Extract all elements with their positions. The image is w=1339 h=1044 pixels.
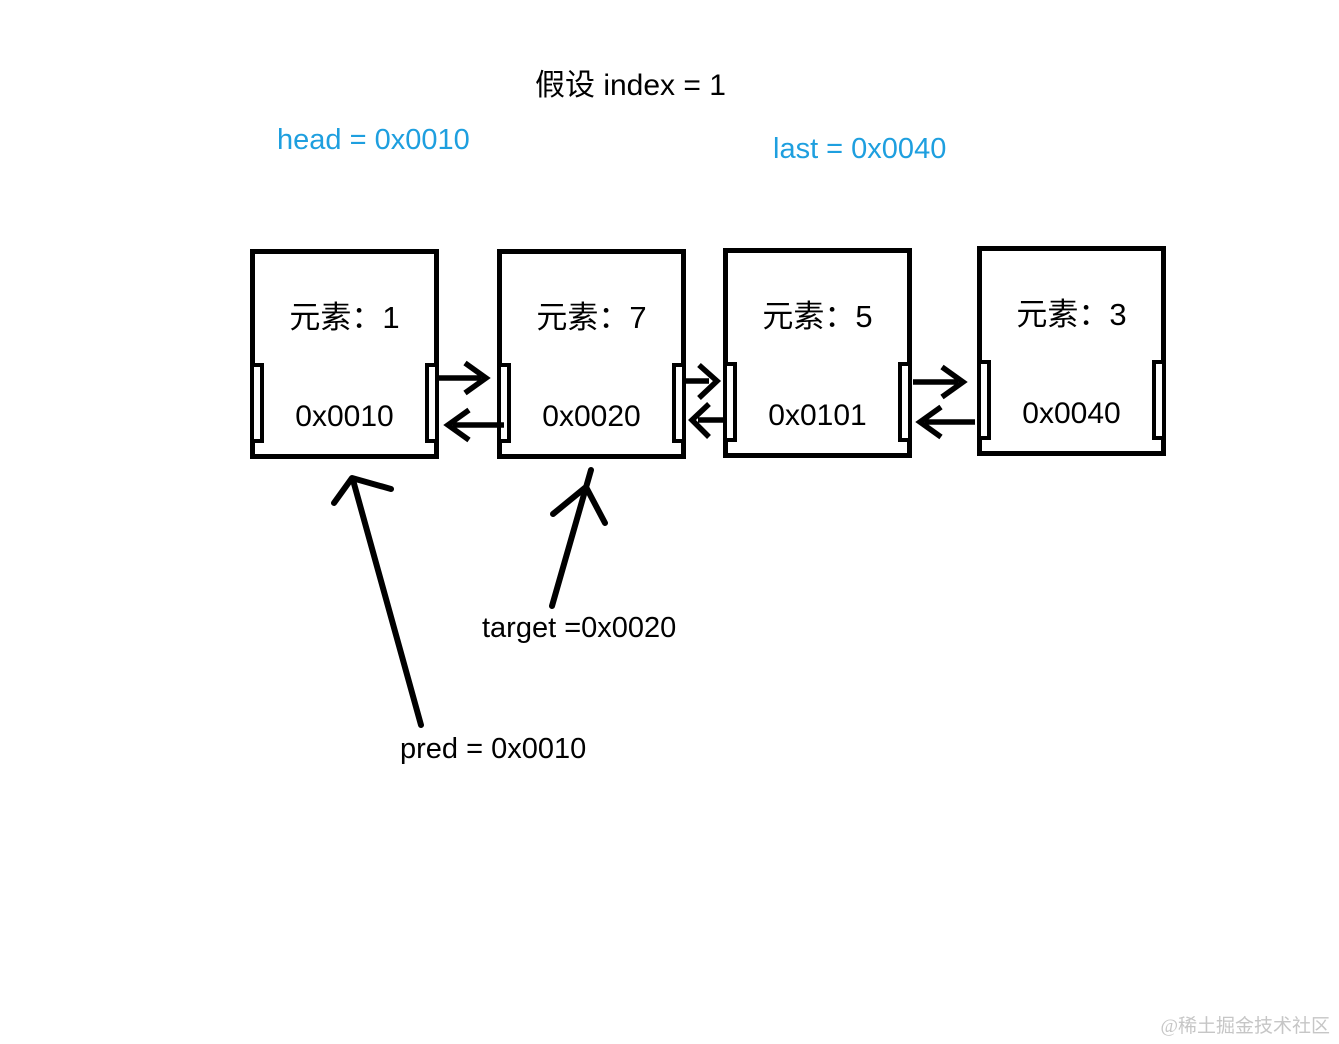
node-element-label: 元素：1: [289, 300, 400, 335]
list-node-2: 元素：7 0x0020: [497, 249, 686, 459]
watermark: @稀土掘金技术社区: [1160, 1016, 1331, 1037]
node-address-label: 0x0020: [542, 400, 641, 433]
prev-arrow-3-2: [688, 401, 725, 439]
prev-pointer-port: [977, 360, 991, 440]
prev-pointer-port: [497, 363, 511, 443]
list-node-4: 元素：3 0x0040: [977, 246, 1166, 456]
next-arrow-3-4: [913, 364, 968, 400]
list-node-1: 元素：1 0x0010: [250, 249, 439, 459]
target-annotation-label: target =0x0020: [482, 612, 677, 644]
head-pointer-label: head = 0x0010: [277, 124, 470, 156]
prev-arrow-2-1: [443, 407, 504, 443]
next-arrow-1-2: [438, 360, 491, 396]
next-pointer-port: [425, 363, 439, 443]
node-element-label: 元素：7: [536, 300, 647, 335]
last-pointer-label: last = 0x0040: [773, 133, 947, 165]
prev-pointer-port: [723, 362, 737, 442]
node-address-label: 0x0101: [768, 399, 867, 432]
next-arrow-2-3: [686, 362, 722, 400]
diagram-title: 假设 index = 1: [535, 69, 726, 102]
prev-pointer-port: [250, 363, 264, 443]
pred-annotation-label: pred = 0x0010: [400, 733, 587, 765]
node-element-label: 元素：3: [1016, 297, 1127, 332]
node-address-label: 0x0040: [1022, 397, 1121, 430]
next-pointer-port: [898, 362, 912, 442]
pred-arrow: [331, 475, 424, 728]
prev-arrow-4-3: [915, 404, 975, 440]
list-node-3: 元素：5 0x0101: [723, 248, 912, 458]
node-element-label: 元素：5: [762, 299, 873, 334]
target-arrow: [549, 467, 608, 609]
node-address-label: 0x0010: [295, 400, 394, 433]
next-pointer-port: [672, 363, 686, 443]
next-pointer-port: [1152, 360, 1166, 440]
